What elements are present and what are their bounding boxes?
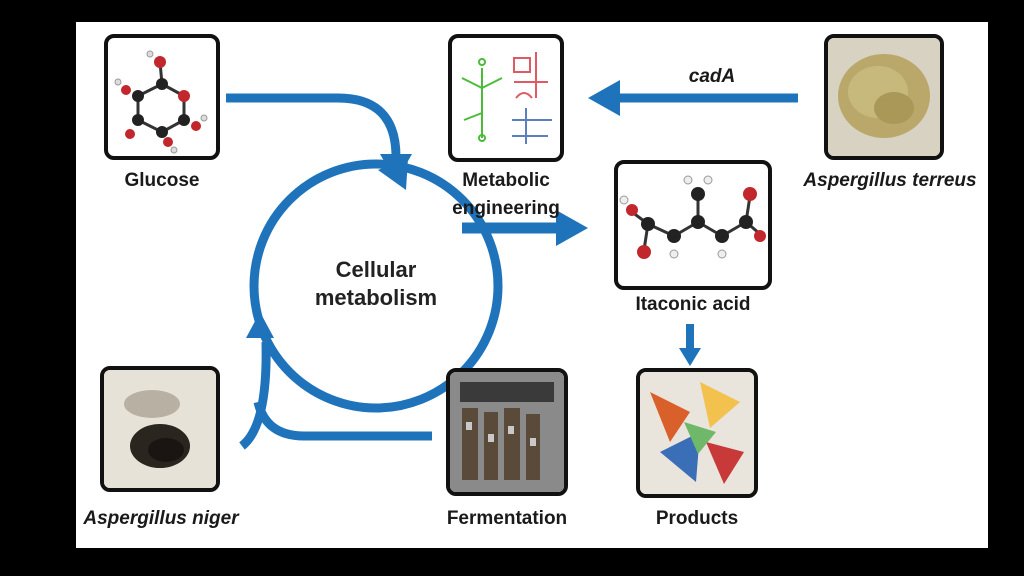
- glucose-molecule-icon: [114, 50, 208, 154]
- diagram-canvas: Glucose Metabo: [76, 22, 988, 548]
- metabolism-cycle: [249, 159, 503, 413]
- niger-arrow: [238, 341, 271, 450]
- cellular-metabolism-line1: Cellular: [335, 257, 417, 282]
- metabolic-engineering-label-line2: engineering: [452, 198, 560, 219]
- metabolic-engineering-box: [448, 34, 564, 162]
- metabolic-engineering-label: Metabolic engineering: [426, 170, 586, 220]
- aspergillus-terreus-box: [824, 34, 944, 160]
- to-products-arrowhead: [679, 348, 701, 366]
- aspergillus-terreus-label: Aspergillus terreus: [803, 170, 977, 191]
- glucose-box: [104, 34, 220, 160]
- products-photo-icon: [640, 372, 754, 494]
- cadA-label: cadA: [688, 66, 736, 87]
- products-label: Products: [655, 508, 739, 529]
- fungus-photo-icon: [828, 38, 940, 156]
- products-box: [636, 368, 758, 498]
- metabolic-engineering-label-line1: Metabolic: [462, 170, 550, 191]
- fermenter-photo-icon: [450, 372, 564, 492]
- fermentation-box: [446, 368, 568, 496]
- glucose-arrowhead: [380, 154, 412, 182]
- fungus-photo-icon: [104, 370, 216, 488]
- pathway-diagram-icon: [461, 52, 552, 144]
- cellular-metabolism-line2: metabolism: [314, 285, 438, 310]
- glucose-label: Glucose: [124, 170, 200, 191]
- diagram-arrows: [226, 80, 798, 450]
- aspergillus-niger-box: [100, 366, 220, 492]
- cadA-arrowhead: [588, 80, 620, 116]
- to-itaconic-arrowhead: [556, 210, 588, 246]
- glucose-arrow: [226, 93, 401, 158]
- cycle-arrowhead-left: [246, 312, 274, 338]
- itaconic-acid-box: [614, 160, 772, 290]
- aspergillus-niger-label: Aspergillus niger: [83, 508, 239, 529]
- itaconic-acid-label: Itaconic acid: [635, 294, 751, 315]
- itaconic-acid-molecule-icon: [619, 175, 766, 259]
- cellular-metabolism-label: Cellular metabolism: [276, 256, 476, 312]
- fermentation-label: Fermentation: [446, 508, 568, 529]
